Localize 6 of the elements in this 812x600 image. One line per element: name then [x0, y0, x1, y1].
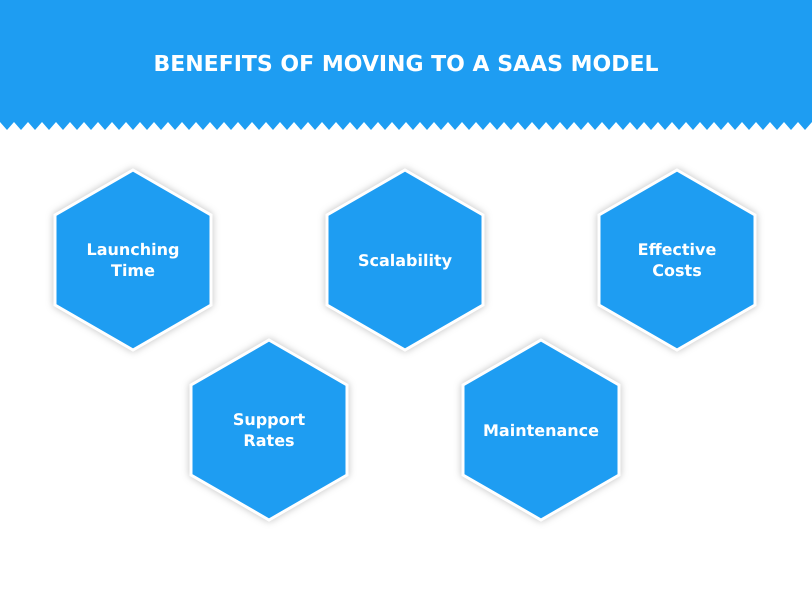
benefit-label: Scalability — [358, 250, 452, 270]
benefit-label: Effective Costs — [636, 239, 718, 281]
title: BENEFITS OF MOVING TO A SAAS MODEL — [152, 52, 660, 77]
benefit-label: Launching Time — [86, 239, 180, 281]
benefit-label: Support Rates — [232, 409, 306, 451]
benefit-label: Maintenance — [482, 420, 599, 440]
